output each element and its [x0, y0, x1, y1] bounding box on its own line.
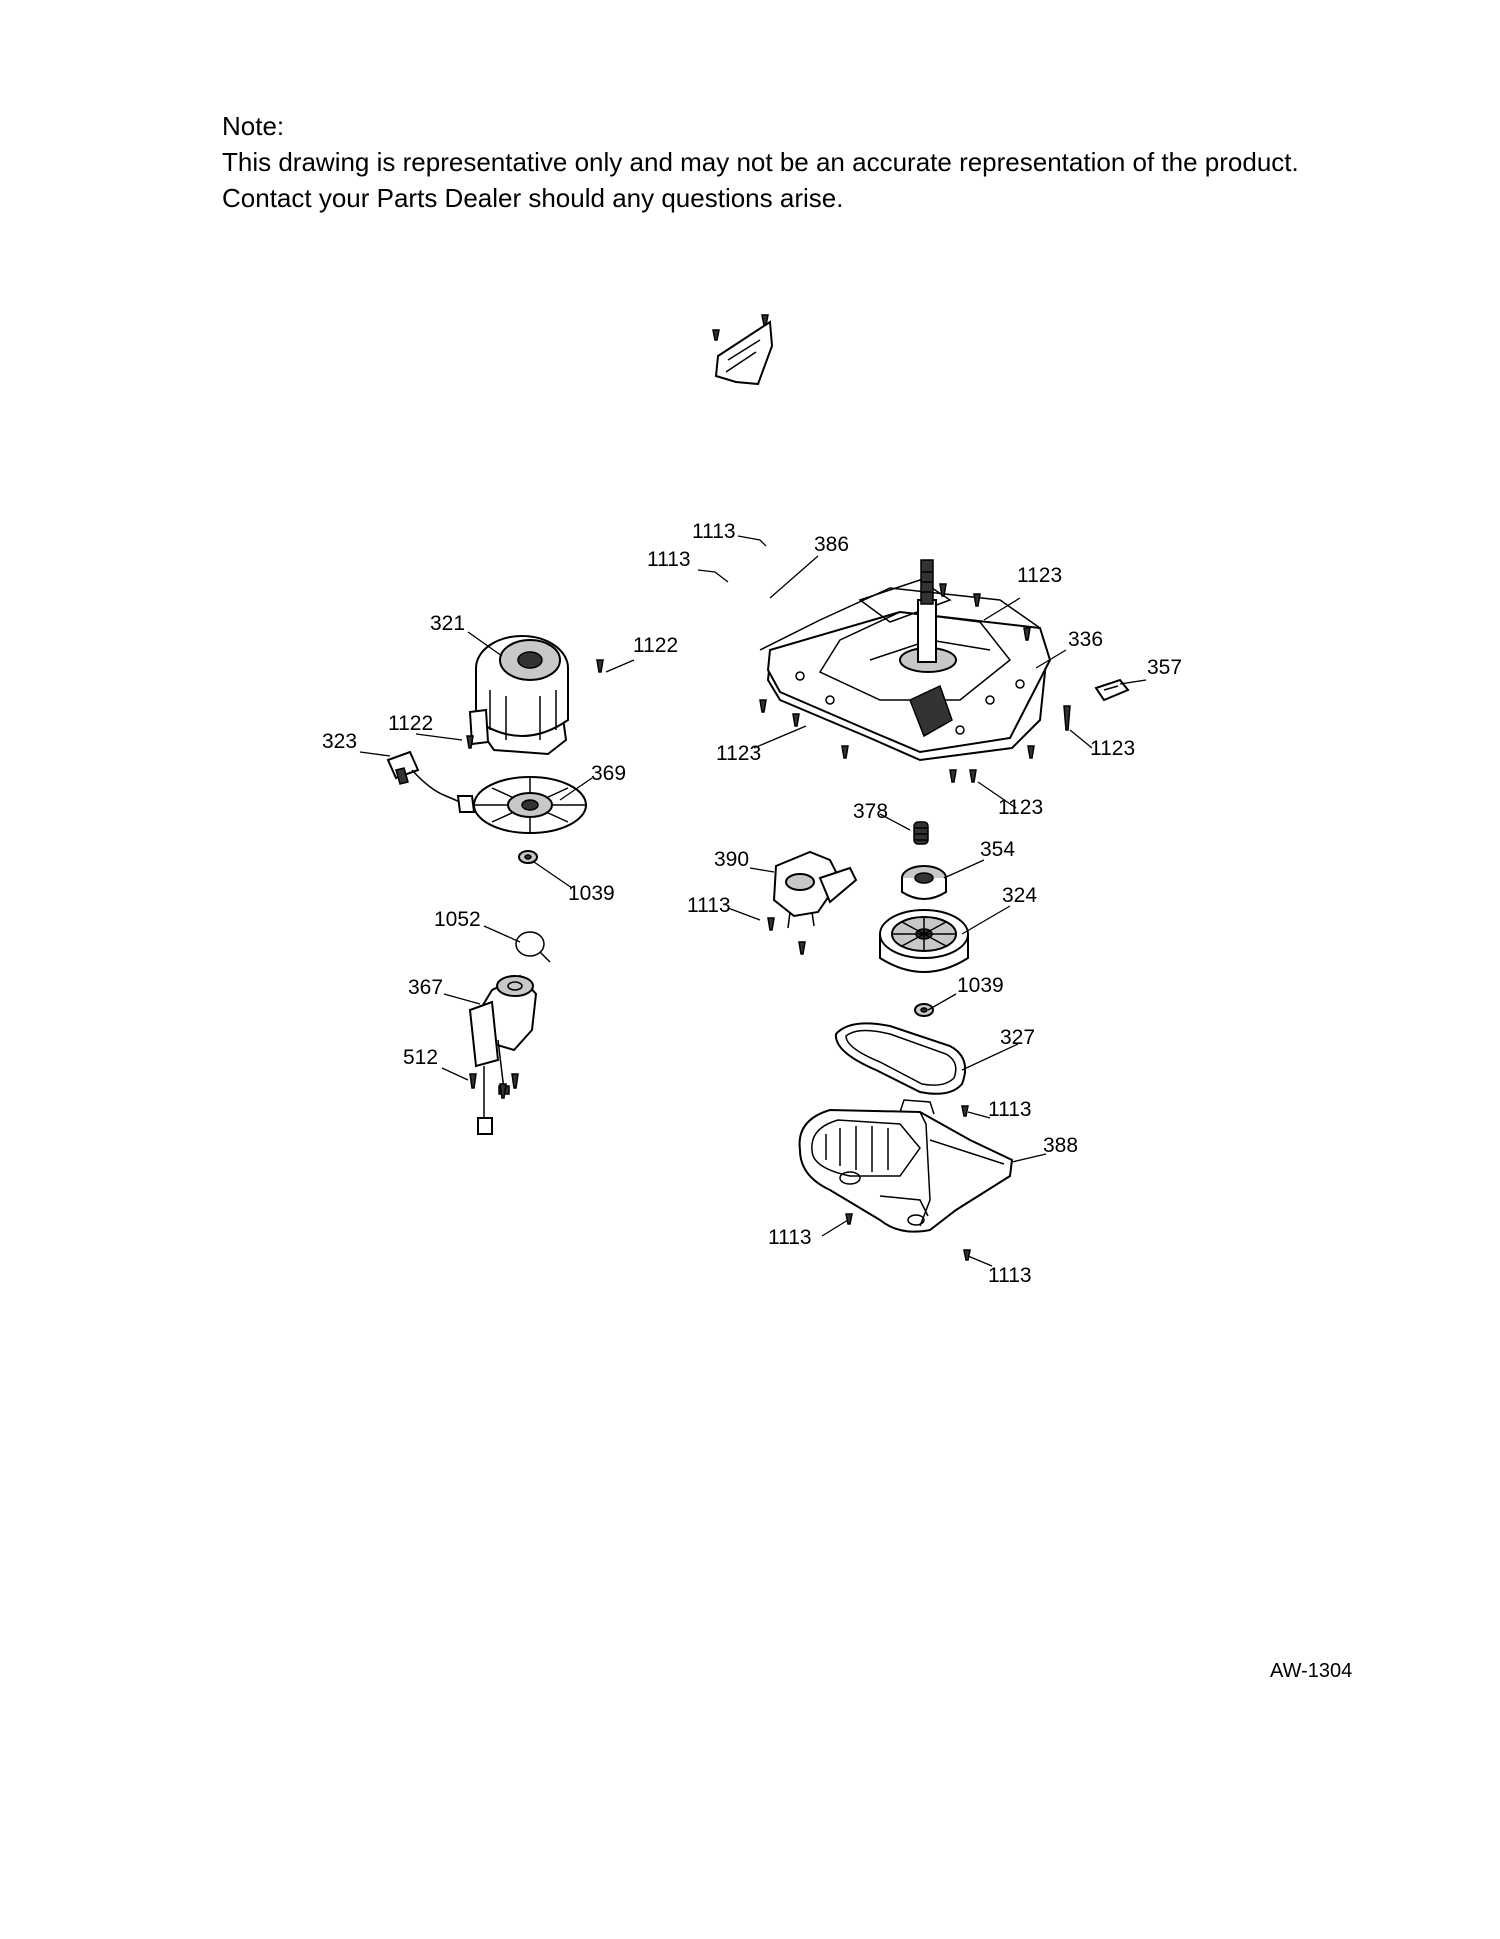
- part-label: 369: [591, 762, 626, 785]
- note-line-2: Contact your Parts Dealer should any que…: [222, 183, 844, 213]
- part-369-fan-pulley: [473, 776, 587, 834]
- part-label: 327: [1000, 1026, 1035, 1049]
- part-label: 1113: [692, 520, 736, 543]
- part-label: 390: [714, 848, 749, 871]
- part-512-screws: [469, 1073, 519, 1099]
- part-label: 1052: [434, 908, 481, 931]
- note-heading: Note:: [222, 111, 285, 141]
- part-label: 1123: [716, 742, 761, 765]
- part-label: 367: [408, 976, 443, 999]
- part-label: 1123: [1090, 737, 1135, 760]
- part-label: 388: [1043, 1134, 1078, 1157]
- part-label: 323: [322, 730, 357, 753]
- part-labels: 1113 1113 386 1123 321 1122 336 357 1122…: [322, 520, 1182, 1287]
- part-336-base-plate: [759, 559, 1052, 762]
- part-1052-clamp: [515, 931, 551, 963]
- part-386-bracket: [714, 320, 774, 386]
- part-label: 1113: [647, 548, 691, 571]
- part-323-harness: [386, 750, 476, 813]
- note-line-1: This drawing is representative only and …: [222, 147, 1299, 177]
- diagram-code: AW-1304: [1270, 1660, 1353, 1682]
- part-388-cover: [798, 1099, 1014, 1233]
- leader-lines: [359, 535, 1147, 1267]
- part-label: 1039: [957, 974, 1004, 997]
- part-1039-nut-left: [518, 850, 538, 864]
- part-label: 357: [1147, 656, 1182, 679]
- part-label: 1113: [768, 1226, 812, 1249]
- part-327-belt: [834, 1022, 966, 1095]
- part-label: 1123: [998, 796, 1043, 819]
- part-367-actuator: [468, 974, 538, 1135]
- part-label: 1123: [1017, 564, 1062, 587]
- fastener-screws: [466, 314, 1071, 1261]
- part-label: 324: [1002, 884, 1037, 907]
- part-321-motor: [468, 635, 569, 756]
- part-label: 1122: [388, 712, 433, 735]
- part-324-pulley: [879, 909, 969, 973]
- part-label: 321: [430, 612, 465, 635]
- part-label: 1122: [633, 634, 678, 657]
- part-378-spring: [913, 821, 929, 845]
- part-1039-nut-right: [914, 1003, 934, 1017]
- part-label: 336: [1068, 628, 1103, 651]
- part-label: 1113: [687, 894, 731, 917]
- part-label: 354: [980, 838, 1015, 861]
- part-label: 1039: [568, 882, 615, 905]
- part-label: 512: [403, 1046, 438, 1069]
- part-357-clip: [1094, 678, 1130, 702]
- part-390-bracket: [772, 850, 858, 929]
- disclaimer-note: Note: This drawing is representative onl…: [222, 108, 1299, 216]
- part-label: 1113: [988, 1264, 1032, 1287]
- part-label: 1113: [988, 1098, 1032, 1121]
- part-label: 378: [853, 800, 888, 823]
- part-354-gear: [901, 865, 947, 900]
- part-label: 386: [814, 533, 849, 556]
